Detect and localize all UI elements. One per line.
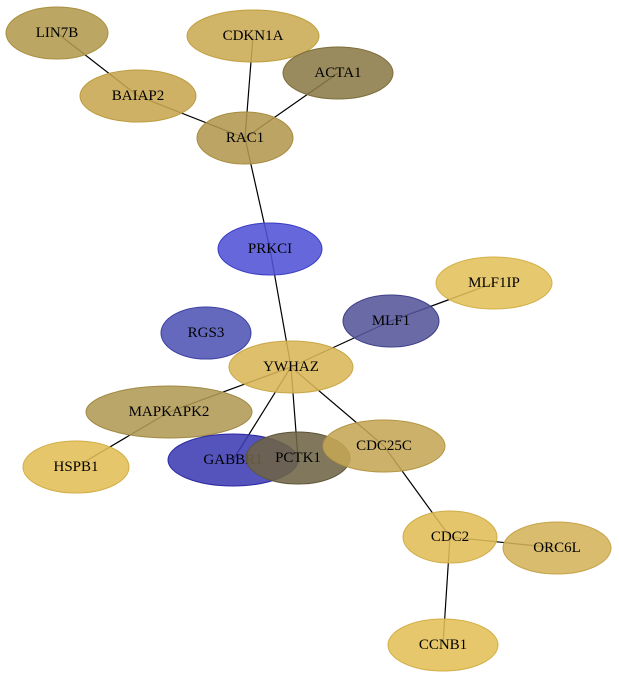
node-shape-cdc25c[interactable] xyxy=(322,419,446,473)
node-label-ccnb1: CCNB1 xyxy=(419,637,467,653)
node-label-rac1: RAC1 xyxy=(226,130,264,146)
node-mapkapk2[interactable]: MAPKAPK2 xyxy=(85,385,253,439)
node-hspb1[interactable]: HSPB1 xyxy=(22,440,130,494)
node-label-baiap2: BAIAP2 xyxy=(112,88,165,104)
node-shape-mlf1[interactable] xyxy=(342,294,440,348)
node-label-acta1: ACTA1 xyxy=(314,65,361,81)
node-acta1[interactable]: ACTA1 xyxy=(282,46,394,100)
node-prkci[interactable]: PRKCI xyxy=(217,222,323,276)
node-label-cdkn1a: CDKN1A xyxy=(223,28,284,44)
node-shape-mlf1ip[interactable] xyxy=(435,256,553,310)
node-label-pctk1: PCTK1 xyxy=(275,450,321,466)
node-label-cdc25c: CDC25C xyxy=(356,438,412,454)
node-label-mlf1ip: MLF1IP xyxy=(468,275,520,291)
node-shape-cdkn1a[interactable] xyxy=(186,9,320,63)
node-lin7b[interactable]: LIN7B xyxy=(5,6,109,60)
node-shape-hspb1[interactable] xyxy=(22,440,130,494)
node-shape-orc6l[interactable] xyxy=(502,521,612,575)
node-label-orc6l: ORC6L xyxy=(533,540,581,556)
node-shape-rgs3[interactable] xyxy=(160,306,252,360)
node-label-mlf1: MLF1 xyxy=(372,313,410,329)
node-label-prkci: PRKCI xyxy=(248,241,292,257)
node-label-rgs3: RGS3 xyxy=(188,325,225,341)
node-shape-rac1[interactable] xyxy=(196,111,294,165)
node-shape-mapkapk2[interactable] xyxy=(85,385,253,439)
node-label-ywhaz: YWHAZ xyxy=(263,359,319,375)
node-label-lin7b: LIN7B xyxy=(36,25,79,41)
node-mlf1[interactable]: MLF1 xyxy=(342,294,440,348)
node-ywhaz[interactable]: YWHAZ xyxy=(228,340,354,394)
node-shape-cdc2[interactable] xyxy=(402,510,498,564)
node-mlf1ip[interactable]: MLF1IP xyxy=(435,256,553,310)
node-rgs3[interactable]: RGS3 xyxy=(160,306,252,360)
node-shape-ccnb1[interactable] xyxy=(387,618,499,672)
node-cdc25c[interactable]: CDC25C xyxy=(322,419,446,473)
node-label-cdc2: CDC2 xyxy=(431,529,469,545)
node-label-hspb1: HSPB1 xyxy=(53,459,98,475)
node-orc6l[interactable]: ORC6L xyxy=(502,521,612,575)
node-cdkn1a[interactable]: CDKN1A xyxy=(186,9,320,63)
node-shape-lin7b[interactable] xyxy=(5,6,109,60)
node-shape-ywhaz[interactable] xyxy=(228,340,354,394)
node-baiap2[interactable]: BAIAP2 xyxy=(79,69,197,123)
node-shape-baiap2[interactable] xyxy=(79,69,197,123)
node-ccnb1[interactable]: CCNB1 xyxy=(387,618,499,672)
node-cdc2[interactable]: CDC2 xyxy=(402,510,498,564)
node-shape-prkci[interactable] xyxy=(217,222,323,276)
node-label-mapkapk2: MAPKAPK2 xyxy=(129,404,210,420)
node-rac1[interactable]: RAC1 xyxy=(196,111,294,165)
node-shape-acta1[interactable] xyxy=(282,46,394,100)
